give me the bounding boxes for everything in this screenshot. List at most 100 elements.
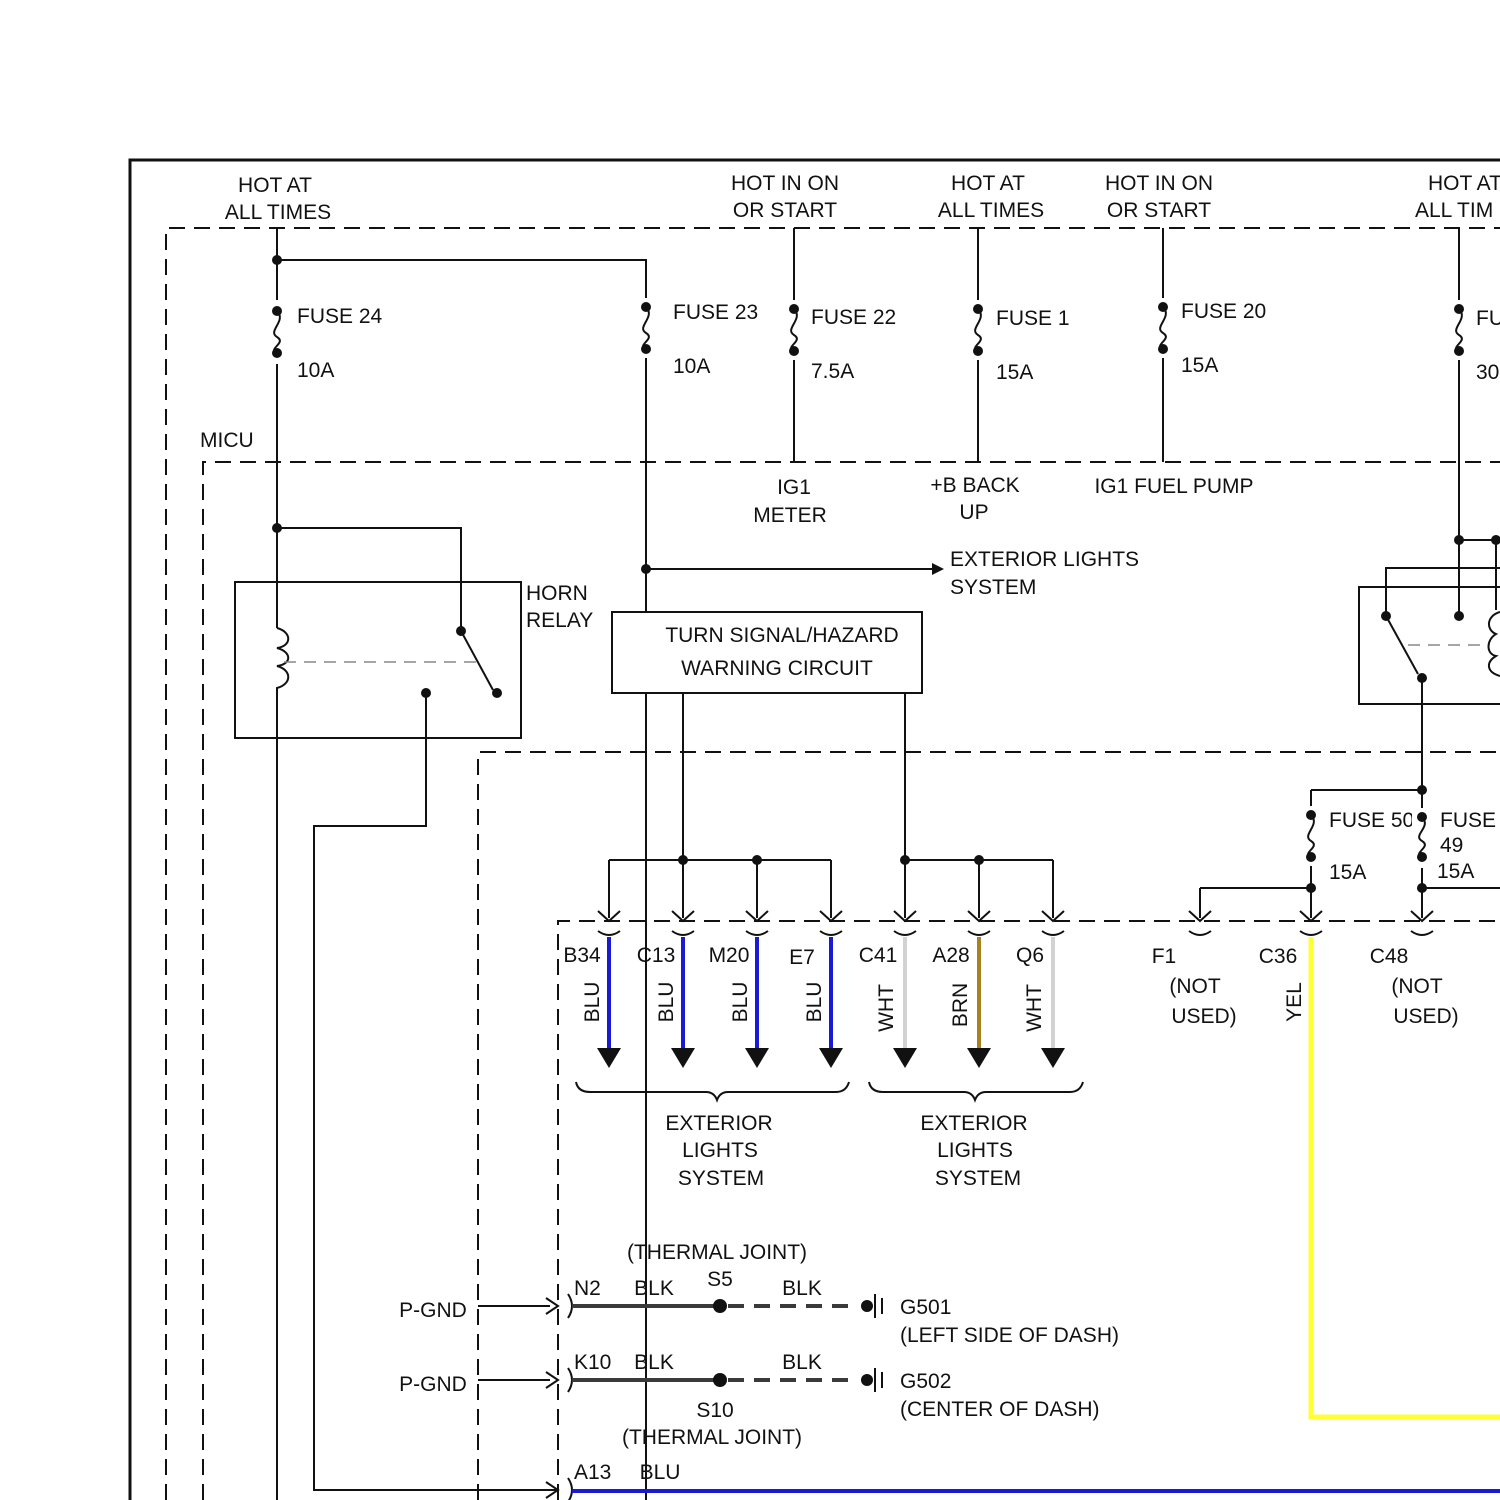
pin-C41: C41 [859, 944, 898, 967]
b-backup-line2: UP [959, 501, 988, 524]
exterior-lights-left-line1: EXTERIOR [665, 1112, 772, 1135]
fuse-20-name: FUSE 20 [1181, 300, 1266, 323]
horn-relay: HORN RELAY [235, 523, 593, 1490]
hot-at-all-times-3-line1: HOT AT [1428, 172, 1500, 195]
fuse-50-rating: 15A [1329, 861, 1366, 884]
fuse-20: FUSE 20 15A [1153, 228, 1266, 462]
hot-at-all-times-1-line1: HOT AT [238, 174, 312, 197]
hot-in-on-1-line1: HOT IN ON [731, 172, 839, 195]
connector-M20: M20 BLU [709, 911, 769, 1068]
pin-C36: C36 [1259, 945, 1298, 968]
pin-F1: F1 [1152, 945, 1177, 968]
color-M20: BLU [729, 982, 752, 1023]
color-Q6: WHT [1023, 984, 1046, 1032]
exterior-lights-left-line3: SYSTEM [678, 1167, 764, 1190]
pin-C48: C48 [1370, 945, 1409, 968]
exterior-lights-top-branch: EXTERIOR LIGHTS SYSTEM [641, 548, 1139, 599]
ig1-meter-line1: IG1 [777, 476, 811, 499]
fuse-right-name: FU [1476, 307, 1500, 330]
ground-G502: G502 [900, 1370, 951, 1393]
connector-B34: B34 BLU [563, 911, 621, 1068]
ground-circuit-G501: (THERMAL JOINT) P-GND N2 BLK S5 BLK G501… [399, 1241, 1119, 1347]
exterior-lights-mid-line2: LIGHTS [937, 1139, 1013, 1162]
ground-G501-location: (LEFT SIDE OF DASH) [900, 1324, 1119, 1347]
hot-at-all-times-1-line2: ALL TIMES [225, 201, 331, 224]
p-gnd-2: P-GND [399, 1373, 467, 1396]
turn-signal-hazard-circuit: TURN SIGNAL/HAZARD WARNING CIRCUIT [612, 612, 922, 693]
pin-A28: A28 [932, 944, 969, 967]
wire-S10-color: BLK [782, 1351, 822, 1374]
pin-A13: A13 [574, 1461, 611, 1484]
turn-signal-output-right [900, 693, 1053, 918]
horn-relay-line2: RELAY [526, 609, 593, 632]
pin-M20: M20 [709, 944, 750, 967]
fuse-49-name: FUSE [1440, 809, 1496, 832]
color-B34: BLU [581, 982, 604, 1023]
hot-at-all-times-2-line1: HOT AT [951, 172, 1025, 195]
fuse-right-rating: 30 [1476, 361, 1499, 384]
splice-S5: S5 [707, 1268, 733, 1291]
color-C36: YEL [1283, 982, 1306, 1022]
exterior-lights-top-line2: SYSTEM [950, 576, 1036, 599]
color-C41: WHT [875, 984, 898, 1032]
connector-E7: E7 BLU [789, 911, 843, 1068]
brace-mid [869, 1082, 1083, 1100]
pin-B34: B34 [563, 944, 601, 967]
ground-G501: G501 [900, 1296, 951, 1319]
hot-in-on-2-line1: HOT IN ON [1105, 172, 1213, 195]
fuse-1: FUSE 1 15A [968, 228, 1070, 462]
fuse-50: FUSE 50 15A [1200, 806, 1414, 918]
pin-Q6: Q6 [1016, 944, 1044, 967]
hot-in-on-2-line2: OR START [1107, 199, 1211, 222]
ig1-fuel-pump-label: IG1 FUEL PUMP [1094, 475, 1253, 498]
fuse-23-name: FUSE 23 [673, 301, 758, 324]
f1-note-line1: (NOT [1169, 975, 1220, 998]
wire-K10-color: BLK [634, 1351, 674, 1374]
color-C13: BLU [655, 982, 678, 1023]
fuse-22-name: FUSE 22 [811, 306, 896, 329]
connector-F1: F1 (NOT USED) [1152, 911, 1237, 1028]
ground-G502-location: (CENTER OF DASH) [900, 1398, 1100, 1421]
horn-relay-line1: HORN [526, 582, 588, 605]
color-A28: BRN [949, 983, 972, 1027]
thermal-joint-bottom: (THERMAL JOINT) [622, 1426, 802, 1449]
fuse-1-rating: 15A [996, 361, 1033, 384]
wire-A13-color: BLU [640, 1461, 681, 1484]
fuse-24-rating: 10A [297, 359, 334, 382]
wire-N2-color: BLK [634, 1277, 674, 1300]
wire-S5-color: BLK [782, 1277, 822, 1300]
turn-signal-line1: TURN SIGNAL/HAZARD [665, 624, 898, 647]
connector-A28: A28 BRN [932, 911, 991, 1068]
connector-C36: C36 YEL [1259, 911, 1500, 1417]
c48-note-line1: (NOT [1391, 975, 1442, 998]
splice-S10: S10 [696, 1399, 733, 1422]
turn-signal-line2: WARNING CIRCUIT [681, 657, 873, 680]
connector-Q6: Q6 WHT [1016, 911, 1065, 1068]
micu-label: MICU [200, 429, 254, 452]
fuse-50-name: FUSE 50 [1329, 809, 1414, 832]
pin-E7: E7 [789, 946, 815, 969]
fuse-right-partial: FU 30 [1449, 228, 1500, 616]
b-backup-line1: +B BACK [930, 474, 1019, 497]
hot-at-all-times-3-line2: ALL TIM [1415, 199, 1493, 222]
fuse-22: FUSE 22 7.5A [784, 228, 896, 462]
fuse-49-rating: 15A [1437, 860, 1474, 883]
f1-note-line2: USED) [1171, 1005, 1236, 1028]
connector-A13: A13 BLU [546, 1461, 1500, 1500]
fuse-23-rating: 10A [673, 355, 710, 378]
pin-K10: K10 [574, 1351, 611, 1374]
fuse-1-name: FUSE 1 [996, 307, 1070, 330]
fuse-20-rating: 15A [1181, 354, 1218, 377]
thermal-joint-top: (THERMAL JOINT) [627, 1241, 807, 1264]
fuse-22-rating: 7.5A [811, 360, 854, 383]
brace-left [576, 1082, 849, 1100]
exterior-lights-top-line1: EXTERIOR LIGHTS [950, 548, 1139, 571]
exterior-lights-mid-line3: SYSTEM [935, 1167, 1021, 1190]
connector-C48: C48 (NOT USED) [1370, 911, 1459, 1028]
fuse-23: FUSE 23 10A [636, 298, 758, 378]
color-E7: BLU [803, 982, 826, 1023]
fuse-49: FUSE 49 15A [1412, 808, 1500, 893]
hot-at-all-times-2-line2: ALL TIMES [938, 199, 1044, 222]
pin-C13: C13 [637, 944, 676, 967]
exterior-lights-left-line2: LIGHTS [682, 1139, 758, 1162]
